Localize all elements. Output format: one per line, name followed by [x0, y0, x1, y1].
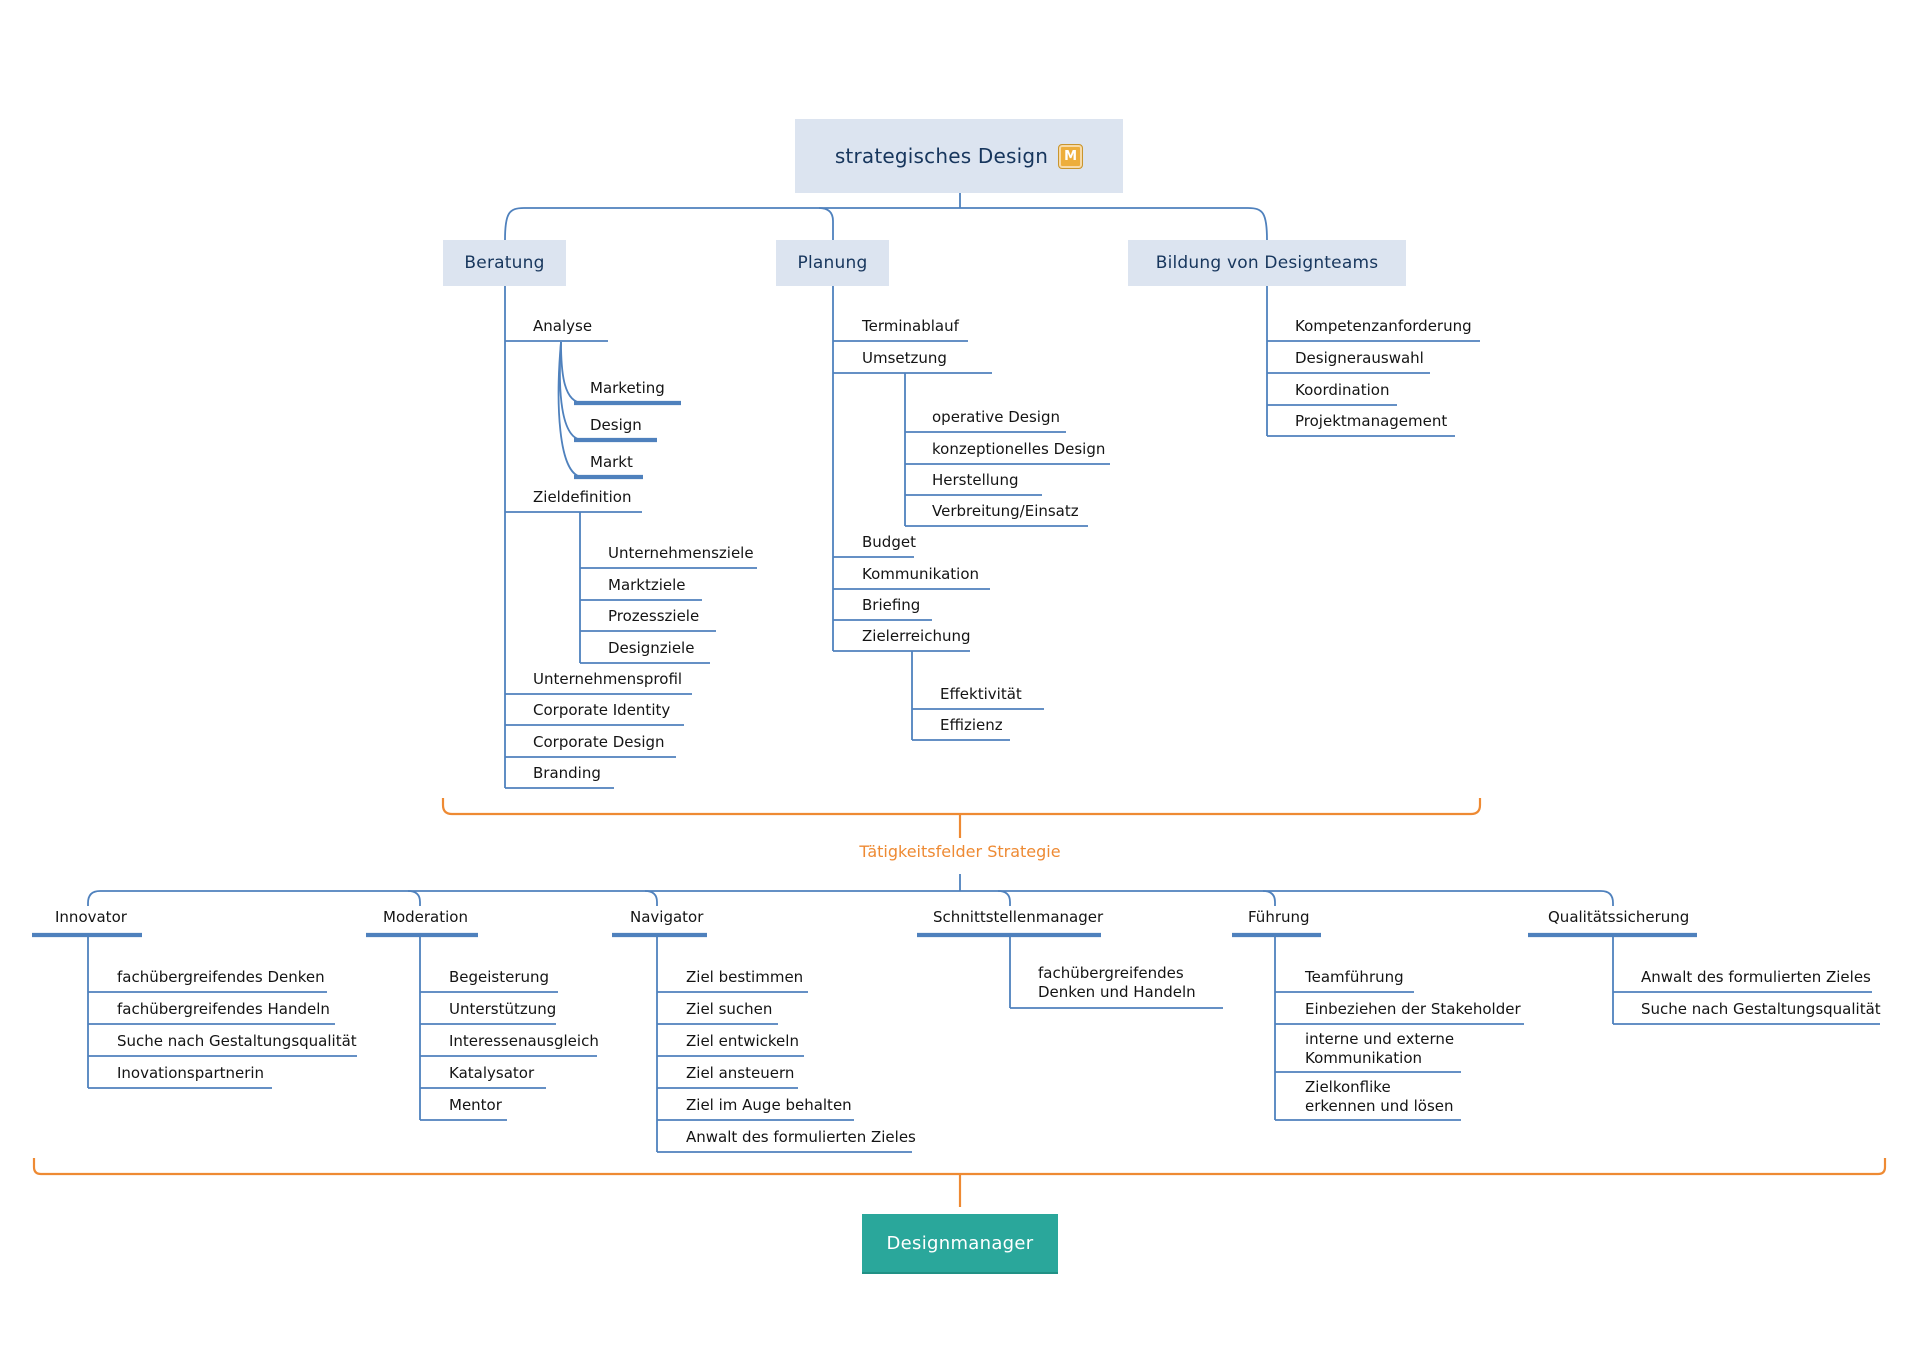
topic-umsetzung[interactable]: Umsetzung — [862, 349, 947, 367]
subtopic-inovationspartnerin[interactable]: Inovationspartnerin — [117, 1064, 265, 1082]
topic-effektivitaet[interactable]: Effektivität — [940, 685, 1022, 703]
topic-marketing[interactable]: Marketing — [590, 379, 665, 397]
subtopic-unterstuetzung[interactable]: Unterstützung — [449, 1000, 557, 1018]
role-qualitaetssicherung[interactable]: Qualitätssicherung — [1548, 908, 1690, 926]
subtopic-suche-nach-gestaltungsqualitaet[interactable]: Suche nach Gestaltungsqualität — [117, 1032, 357, 1050]
branch-beratung[interactable]: Beratung — [443, 240, 566, 286]
boundary-label-taetigkeitsfelder-strategie[interactable]: Tätigkeitsfelder Strategie — [859, 842, 1061, 861]
subtopic-katalysator[interactable]: Katalysator — [449, 1064, 535, 1082]
topic-design[interactable]: Design — [590, 416, 642, 434]
topic-prozessziele[interactable]: Prozessziele — [608, 607, 700, 625]
role-innovator[interactable]: Innovator — [55, 908, 127, 926]
topic-herstellung[interactable]: Herstellung — [932, 471, 1019, 489]
topic-effizienz[interactable]: Effizienz — [940, 716, 1003, 734]
topic-briefing[interactable]: Briefing — [862, 596, 921, 614]
topic-designerauswahl[interactable]: Designerauswahl — [1295, 349, 1424, 367]
topic-konzeptionelles-design[interactable]: konzeptionelles Design — [932, 440, 1106, 458]
branch-label: Beratung — [464, 253, 545, 273]
topic-projektmanagement[interactable]: Projektmanagement — [1295, 412, 1448, 430]
branch-label: Bildung von Designteams — [1155, 253, 1379, 273]
root-topic[interactable]: strategisches Design M — [795, 119, 1123, 193]
footer-topic-designmanager[interactable]: Designmanager — [862, 1214, 1058, 1274]
topic-branding[interactable]: Branding — [533, 764, 601, 782]
subtopic-fachuebergreifendes-denken-und-handeln[interactable]: fachübergreifendes Denken und Handeln — [1038, 964, 1196, 1001]
subtopic-ziel-suchen[interactable]: Ziel suchen — [686, 1000, 773, 1018]
topic-corporate-design[interactable]: Corporate Design — [533, 733, 665, 751]
subtopic-anwalt-des-formulierten-zieles[interactable]: Anwalt des formulierten Zieles — [686, 1128, 916, 1146]
topic-unternehmensziele[interactable]: Unternehmensziele — [608, 544, 754, 562]
branch-bildung-von-designteams[interactable]: Bildung von Designteams — [1128, 240, 1406, 286]
branch-planung[interactable]: Planung — [776, 240, 889, 286]
subtopic-mentor[interactable]: Mentor — [449, 1096, 502, 1114]
branch-label: Planung — [797, 253, 868, 273]
subtopic-ziel-im-auge-behalten[interactable]: Ziel im Auge behalten — [686, 1096, 852, 1114]
subtopic-fachuebergreifendes-handeln[interactable]: fachübergreifendes Handeln — [117, 1000, 330, 1018]
topic-designziele[interactable]: Designziele — [608, 639, 695, 657]
topic-budget[interactable]: Budget — [862, 533, 916, 551]
role-fuehrung[interactable]: Führung — [1248, 908, 1310, 926]
topic-kompetenzanforderung[interactable]: Kompetenzanforderung — [1295, 317, 1472, 335]
topic-unternehmensprofil[interactable]: Unternehmensprofil — [533, 670, 683, 688]
subtopic-fachuebergreifendes-denken[interactable]: fachübergreifendes Denken — [117, 968, 325, 986]
topic-zielerreichung[interactable]: Zielerreichung — [862, 627, 971, 645]
subtopic-begeisterung[interactable]: Begeisterung — [449, 968, 550, 986]
topic-verbreitung-einsatz[interactable]: Verbreitung/Einsatz — [932, 502, 1079, 520]
map-marker-m-icon[interactable]: M — [1058, 143, 1084, 169]
topic-marktziele[interactable]: Marktziele — [608, 576, 686, 594]
topic-markt[interactable]: Markt — [590, 453, 633, 471]
topic-koordination[interactable]: Koordination — [1295, 381, 1390, 399]
subtopic-einbeziehen-der-stakeholder[interactable]: Einbeziehen der Stakeholder — [1305, 1000, 1521, 1018]
subtopic-teamfuehrung[interactable]: Teamführung — [1305, 968, 1404, 986]
subtopic-ziel-entwickeln[interactable]: Ziel entwickeln — [686, 1032, 799, 1050]
subtopic-interessenausgleich[interactable]: Interessenausgleich — [449, 1032, 599, 1050]
topic-terminablauf[interactable]: Terminablauf — [862, 317, 959, 335]
root-topic-label: strategisches Design — [834, 144, 1049, 168]
topic-kommunikation[interactable]: Kommunikation — [862, 565, 980, 583]
topic-analyse[interactable]: Analyse — [533, 317, 593, 335]
subtopic-interne-und-externe-kommunikation[interactable]: interne und externe Kommunikation — [1305, 1030, 1455, 1067]
footer-topic-label: Designmanager — [886, 1232, 1034, 1254]
role-navigator[interactable]: Navigator — [630, 908, 704, 926]
subtopic-zielkonflike-erkennen-und-loesen[interactable]: Zielkonflike erkennen und lösen — [1305, 1078, 1454, 1115]
subtopic-ziel-bestimmen[interactable]: Ziel bestimmen — [686, 968, 804, 986]
subtopic-suche-nach-gestaltungsqualitaet-2[interactable]: Suche nach Gestaltungsqualität — [1641, 1000, 1881, 1018]
role-schnittstellenmanager[interactable]: Schnittstellenmanager — [933, 908, 1104, 926]
topic-corporate-identity[interactable]: Corporate Identity — [533, 701, 671, 719]
topic-zieldefinition[interactable]: Zieldefinition — [533, 488, 632, 506]
topic-operative-design[interactable]: operative Design — [932, 408, 1060, 426]
role-moderation[interactable]: Moderation — [383, 908, 468, 926]
subtopic-ziel-ansteuern[interactable]: Ziel ansteuern — [686, 1064, 795, 1082]
subtopic-anwalt-des-formulierten-zieles-2[interactable]: Anwalt des formulierten Zieles — [1641, 968, 1871, 986]
